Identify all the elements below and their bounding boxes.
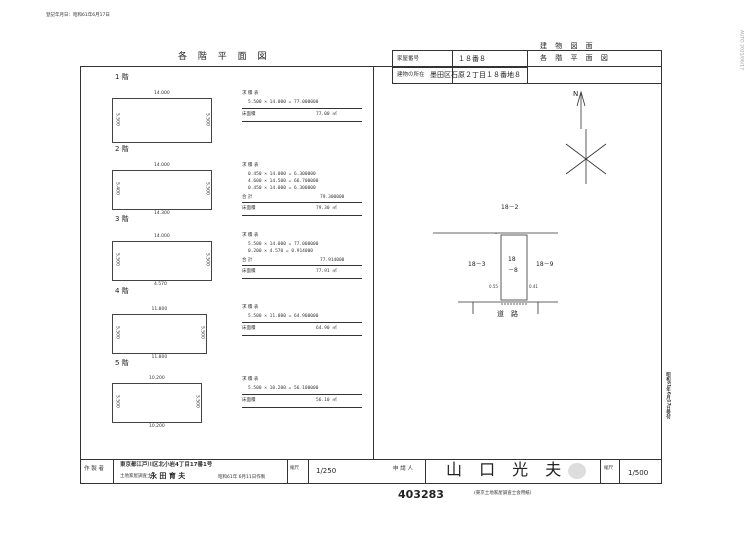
dim-top: 14.000 bbox=[154, 234, 170, 239]
dim-right: 5.500 bbox=[194, 395, 200, 408]
area-value: 77.91 ㎡ bbox=[316, 269, 337, 274]
doc-number: 403283 bbox=[398, 488, 444, 501]
dim-left: 5.500 bbox=[114, 326, 120, 339]
total-label: 合 計 bbox=[242, 195, 253, 200]
floor-plans: 1 階 14.000 5.500 5.500 求 積 表 5.500 × 14.000 =… bbox=[0, 0, 373, 460]
area-value: 56.10 ㎡ bbox=[316, 398, 337, 403]
applicant-name: 山 口 光 夫 bbox=[446, 460, 568, 479]
surveyor-label: 土地家屋調査士 bbox=[120, 474, 152, 479]
house-number-label: 家屋番号 bbox=[397, 56, 420, 62]
road-label: 道 路 bbox=[497, 309, 518, 318]
floor-outline bbox=[112, 314, 207, 354]
dim-bottom: 11.800 bbox=[151, 355, 168, 360]
floor-outline bbox=[112, 98, 212, 143]
calc-title: 求 積 表 bbox=[242, 377, 259, 382]
lot-left: 18－3 bbox=[468, 261, 486, 268]
seal-icon bbox=[568, 463, 586, 479]
lot-center-2: －8 bbox=[508, 267, 518, 274]
floor-label: 2 階 bbox=[115, 145, 129, 153]
area-label: 床面積 bbox=[242, 112, 256, 117]
dim-right: 5.500 bbox=[204, 112, 210, 126]
registration-date: 登記年月日：昭和61年6月17日 bbox=[46, 13, 110, 18]
calc-line: 0.450 × 14.000 = 6.300000 bbox=[248, 186, 316, 191]
calc-line: 5.500 × 14.000 = 77.000000 bbox=[248, 242, 319, 247]
dim-bottom: 10.200 bbox=[149, 424, 165, 429]
area-value: 64.90 ㎡ bbox=[316, 326, 337, 331]
house-number: １８番８ bbox=[458, 55, 486, 63]
scale-label-left: 縮尺 bbox=[290, 466, 299, 471]
floor-outline bbox=[112, 383, 202, 423]
dim-left: 0.55 bbox=[489, 284, 498, 289]
dim-top: 10.200 bbox=[149, 376, 165, 381]
calc-title: 求 積 表 bbox=[242, 305, 259, 310]
dim-top: 14.000 bbox=[154, 163, 170, 168]
scale-label-right: 縮尺 bbox=[604, 466, 613, 471]
scale-right: 1/500 bbox=[628, 469, 649, 477]
area-label: 床面積 bbox=[242, 398, 256, 403]
lot-top: 18－2 bbox=[501, 204, 519, 211]
area-value: 79.30 ㎡ bbox=[316, 206, 337, 211]
plans-title: 各 階 平 面 図 bbox=[540, 54, 611, 62]
north-arrow-head bbox=[576, 90, 586, 107]
area-label: 床面積 bbox=[242, 206, 256, 211]
dim-left: 5.400 bbox=[114, 182, 120, 195]
building-title: 建 物 図 面 bbox=[540, 42, 596, 50]
total-label: 合 計 bbox=[242, 258, 253, 263]
dim-right: 5.500 bbox=[199, 326, 205, 339]
floor-label: 4 階 bbox=[115, 287, 129, 295]
floor-label: 5 階 bbox=[115, 359, 129, 367]
calc-line: 0.200 × 4.570 = 0.914000 bbox=[248, 249, 314, 254]
author-address: 東京都江戸川区北小岩4丁目17番1号 bbox=[120, 462, 213, 468]
area-value: 77.00 ㎡ bbox=[316, 112, 337, 117]
surveyor-name: 永 田 育 夫 bbox=[150, 472, 186, 480]
floor-label: 3 階 bbox=[115, 215, 129, 223]
calc-title: 求 積 表 bbox=[242, 163, 259, 168]
dim-bottom: 14.300 bbox=[154, 211, 170, 216]
scale-left: 1/250 bbox=[316, 467, 337, 475]
side-stamp: AUTO 2021/06/17 bbox=[738, 30, 744, 71]
area-label: 床面積 bbox=[242, 326, 256, 331]
calc-line: 5.500 × 10.200 = 56.100000 bbox=[248, 386, 319, 391]
author-label: 作 製 者 bbox=[84, 466, 104, 472]
dim-right: 5.500 bbox=[204, 182, 210, 195]
floor-outline bbox=[112, 241, 212, 281]
location: 墨田区石原２丁目１８番地８ bbox=[430, 71, 521, 79]
creation-date: 昭和61年 6月11日作製 bbox=[218, 475, 266, 480]
calc-line: 0.450 × 14.000 = 6.300000 bbox=[248, 172, 316, 177]
total-value: 79.300000 bbox=[320, 195, 345, 200]
dim-right: 5.500 bbox=[204, 253, 210, 266]
calc-line: 5.500 × 14.000 = 77.000000 bbox=[248, 100, 319, 105]
north-label: N bbox=[573, 90, 578, 98]
association: (東京土地家屋調査士会用紙) bbox=[474, 491, 532, 496]
floor-label: 1 階 bbox=[115, 73, 129, 81]
calc-line: 5.500 × 11.800 = 64.900000 bbox=[248, 314, 319, 319]
lot-right: 18－9 bbox=[536, 261, 554, 268]
plans-label: 各 階 平 面 図 bbox=[178, 52, 271, 62]
receipt-stamp: 昭和61年6月17日受付 bbox=[665, 372, 671, 420]
calc-title: 求 積 表 bbox=[242, 233, 259, 238]
location-label: 建物の所在 bbox=[397, 72, 425, 78]
dim-left: 5.500 bbox=[114, 112, 120, 126]
calc-line: 4.600 × 14.500 = 66.700000 bbox=[248, 179, 319, 184]
dim-top: 11.800 bbox=[151, 307, 168, 312]
lot-outline bbox=[500, 234, 528, 301]
lot-center-1: 18 bbox=[508, 256, 516, 263]
dim-right: 0.41 bbox=[529, 284, 538, 289]
calc-title: 求 積 表 bbox=[242, 91, 259, 96]
floor-outline bbox=[112, 170, 212, 210]
area-label: 床面積 bbox=[242, 269, 256, 274]
dim-left: 5.500 bbox=[114, 253, 120, 266]
footer-divider bbox=[80, 459, 662, 460]
total-value: 77.914000 bbox=[320, 258, 345, 263]
dim-top: 14.000 bbox=[154, 91, 170, 96]
dim-left: 5.500 bbox=[114, 395, 120, 408]
dim-bottom: 4.570 bbox=[154, 282, 167, 287]
location-map: N 18－2 18－3 18 －8 18－9 0.55 0.41 道 路 bbox=[433, 90, 607, 318]
document-frame bbox=[80, 66, 662, 484]
center-divider bbox=[373, 66, 374, 460]
applicant-label: 申 請 人 bbox=[393, 466, 413, 472]
